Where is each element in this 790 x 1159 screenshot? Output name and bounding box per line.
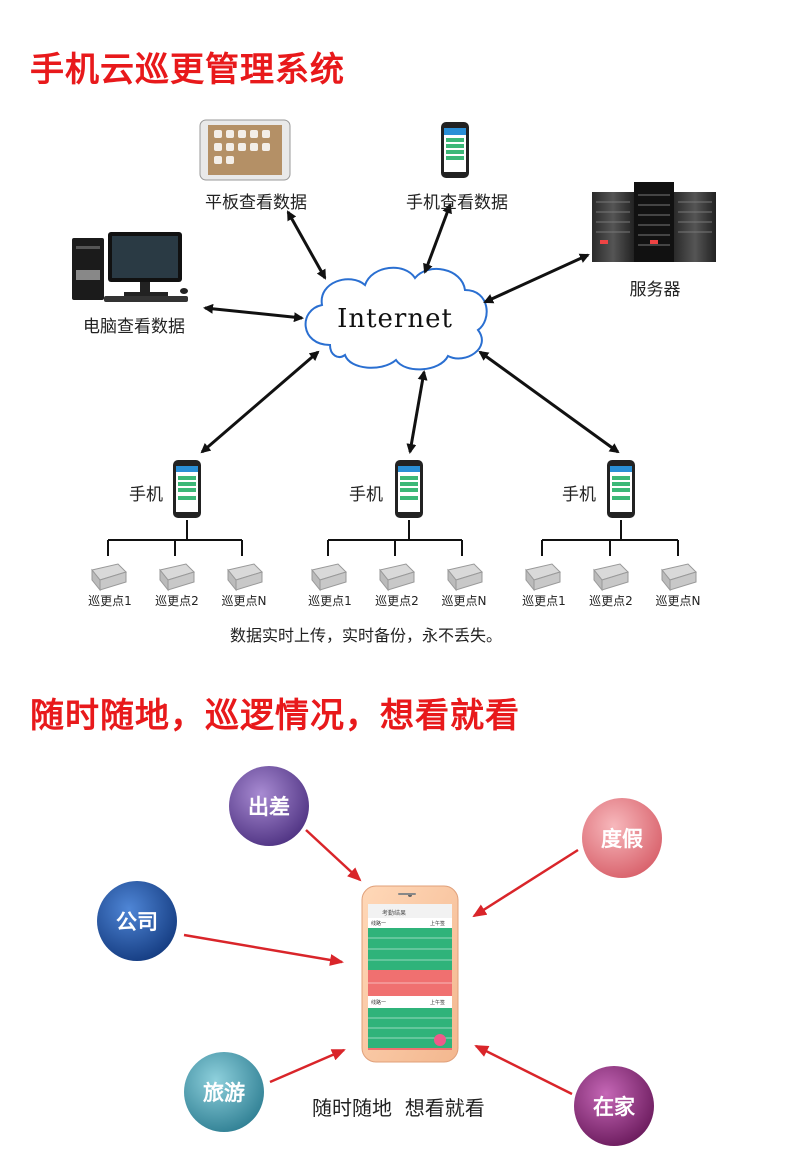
bubble-company <box>97 881 177 961</box>
arrow-phone-internet <box>423 203 452 274</box>
phone-2-label: 手机 <box>349 485 383 505</box>
arrow-business-to-phone <box>305 829 362 882</box>
center-phone-icon <box>361 885 459 1063</box>
app-group2: 线路一 <box>371 1000 387 1006</box>
checkpoint-devices <box>91 563 697 592</box>
phone-group-3 <box>541 460 679 556</box>
phone-group-2 <box>327 460 463 556</box>
phone-top-label: 手机查看数据 <box>406 193 508 213</box>
bubble-company-label: 公司 <box>116 910 158 934</box>
bubble-business-trip-label: 出差 <box>248 795 290 819</box>
checkpoint-device-icon <box>379 563 415 592</box>
arrow-internet-phone1 <box>200 350 320 454</box>
checkpoint-device-icon <box>91 563 127 592</box>
network-caption: 数据实时上传，实时备份，永不丢失。 <box>230 626 503 645</box>
checkpoint-label: 巡更点1 <box>308 594 352 608</box>
checkpoint-label: 巡更点N <box>655 594 701 608</box>
checkpoint-device-icon <box>661 563 697 592</box>
checkpoint-label: 巡更点N <box>221 594 267 608</box>
phone-top-icon <box>441 122 469 178</box>
bubble-business-trip <box>229 766 309 846</box>
app-group1-time: 上午签 <box>430 921 446 927</box>
phone-1-label: 手机 <box>129 485 163 505</box>
arrow-pc-internet <box>203 303 304 323</box>
app-header: 考勤结果 <box>382 910 407 917</box>
tablet-label: 平板查看数据 <box>205 193 307 213</box>
app-group2-time: 上午签 <box>430 1000 446 1006</box>
checkpoint-label: 巡更点2 <box>155 594 199 608</box>
arrow-server-internet <box>483 253 590 304</box>
arrow-company-to-phone <box>183 933 344 966</box>
checkpoint-label: 巡更点2 <box>375 594 419 608</box>
bubble-home <box>574 1066 654 1146</box>
checkpoint-label: 巡更点1 <box>88 594 132 608</box>
checkpoint-label: 巡更点N <box>441 594 487 608</box>
bubble-vacation-label: 度假 <box>601 827 643 851</box>
computer-icon <box>72 232 188 302</box>
arrow-internet-phone2 <box>406 370 428 454</box>
tablet-icon <box>199 119 291 181</box>
arrow-tablet-internet <box>286 210 327 280</box>
server-icon <box>592 182 716 262</box>
section2-title: 随时随地，巡逻情况，想看就看 <box>30 696 520 736</box>
checkpoint-device-icon <box>311 563 347 592</box>
arrow-vacation-to-phone <box>472 848 579 918</box>
page-title: 手机云巡更管理系统 <box>30 50 345 90</box>
checkpoint-device-icon <box>593 563 629 592</box>
checkpoint-device-icon <box>447 563 483 592</box>
server-label: 服务器 <box>629 280 681 300</box>
checkpoint-label: 巡更点2 <box>589 594 633 608</box>
bubble-tourism-label: 旅游 <box>203 1081 245 1105</box>
arrow-home-to-phone <box>474 1044 573 1096</box>
app-group1: 线路一 <box>371 921 387 927</box>
checkpoint-device-icon <box>227 563 263 592</box>
bubble-vacation <box>582 798 662 878</box>
phone-group-1 <box>107 460 243 556</box>
arrow-internet-phone3 <box>478 350 620 454</box>
phone-3-label: 手机 <box>562 485 596 505</box>
checkpoint-label: 巡更点1 <box>522 594 566 608</box>
bubble-home-label: 在家 <box>593 1095 635 1119</box>
pc-label: 电脑查看数据 <box>83 317 185 337</box>
bubble-tourism <box>184 1052 264 1132</box>
checkpoint-device-icon <box>525 563 561 592</box>
checkpoint-device-icon <box>159 563 195 592</box>
section2-caption: 随时随地 想看就看 <box>312 1096 485 1120</box>
internet-label: Internet <box>337 304 453 334</box>
arrow-tourism-to-phone <box>269 1048 346 1084</box>
